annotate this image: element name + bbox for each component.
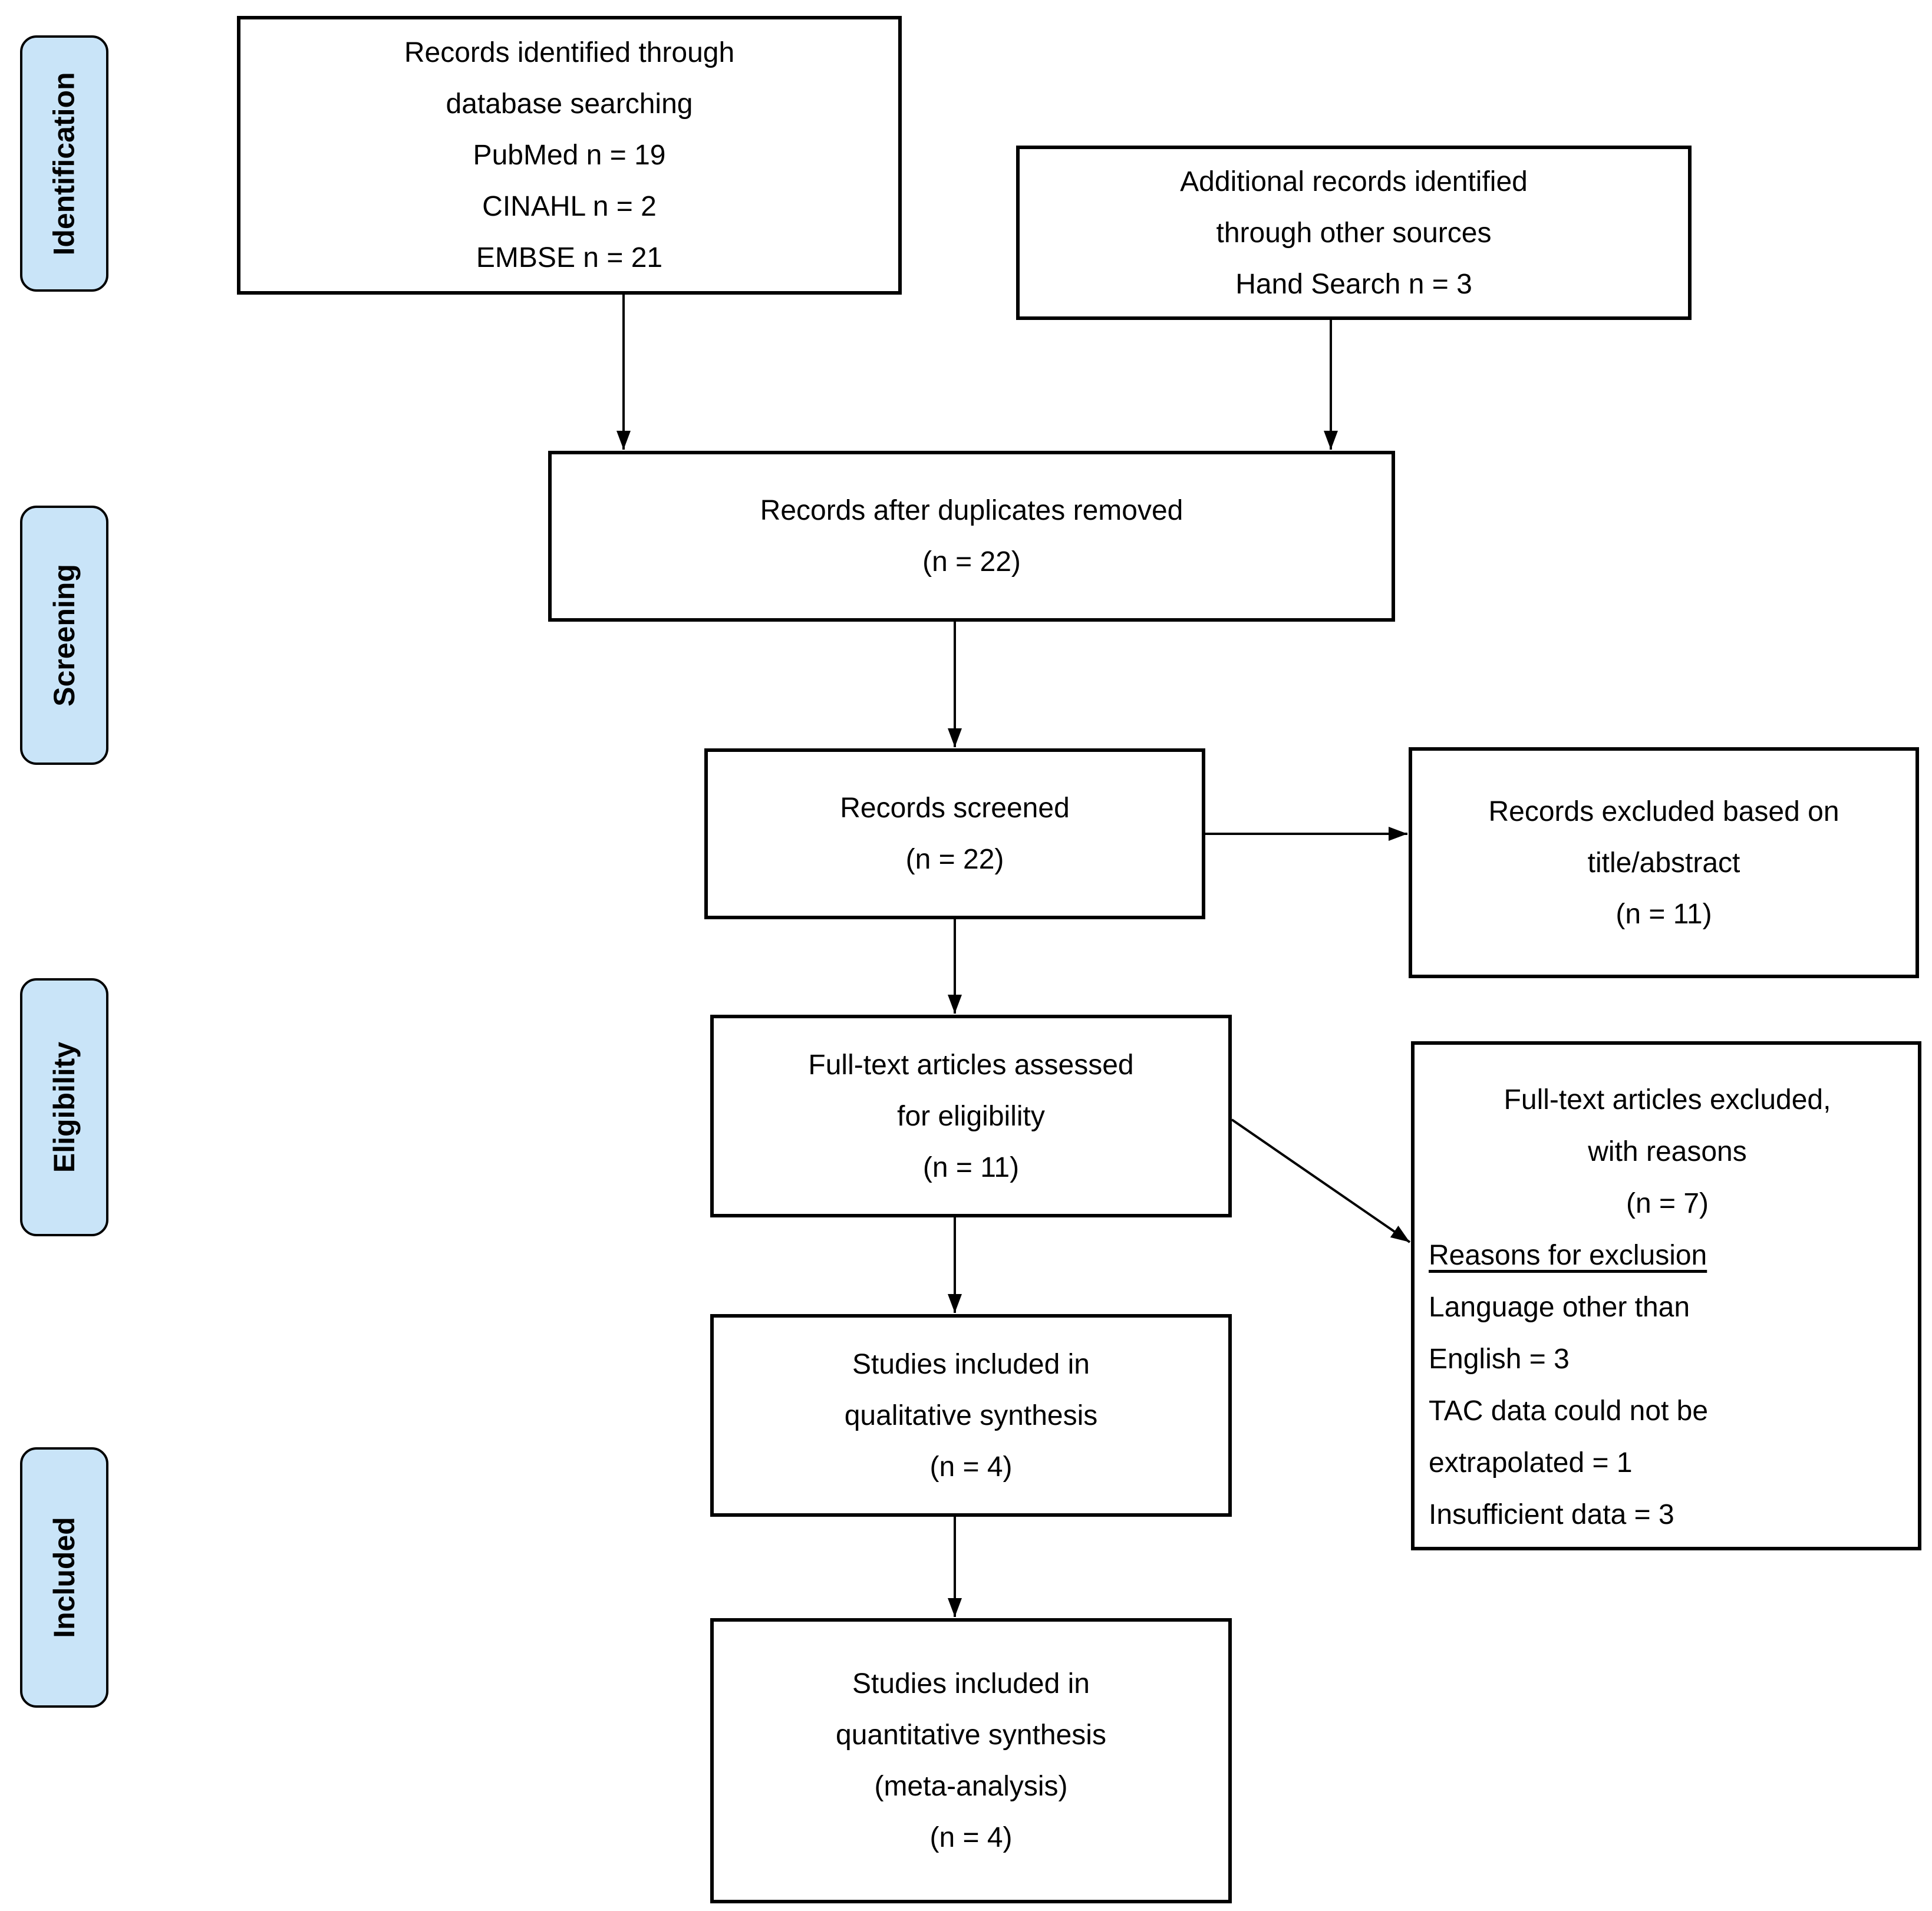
box-line: (meta-analysis)	[874, 1771, 1068, 1802]
box-line: Full-text articles assessed	[808, 1049, 1134, 1081]
box-line: Records after duplicates removed	[760, 495, 1183, 526]
box-line: Records excluded based on	[1488, 796, 1839, 827]
box-line: (n = 11)	[922, 1151, 1020, 1183]
stage-label-eligibility-text: Eligibility	[48, 1041, 81, 1173]
reason-line: extrapolated = 1	[1429, 1447, 1633, 1478]
box-line: Full-text articles excluded,	[1504, 1084, 1831, 1115]
box-line: Studies included in	[852, 1348, 1090, 1380]
reason-line: English = 3	[1429, 1344, 1570, 1375]
box-records-excluded-title-abstract: Records excluded based on title/abstract…	[1409, 747, 1919, 978]
box-fulltext-excluded-with-reasons: Full-text articles excluded, with reason…	[1411, 1041, 1921, 1550]
box-records-identified-database: Records identified through database sear…	[237, 16, 902, 295]
stage-label-screening-text: Screening	[48, 564, 81, 707]
stage-label-included-text: Included	[48, 1517, 81, 1638]
box-line: qualitative synthesis	[844, 1400, 1098, 1431]
arrow-fulltext-to-fulltext-excluded	[1231, 1118, 1411, 1243]
box-line: (n = 22)	[922, 546, 1021, 577]
reason-line: Insufficient data = 3	[1429, 1499, 1674, 1530]
box-records-after-duplicates-removed: Records after duplicates removed (n = 22…	[548, 451, 1395, 622]
box-line: quantitative synthesis	[836, 1719, 1106, 1751]
box-line: Hand Search n = 3	[1235, 268, 1472, 300]
stage-label-included: Included	[20, 1447, 108, 1708]
box-studies-qualitative-synthesis: Studies included in qualitative synthesi…	[710, 1314, 1232, 1517]
reason-line: TAC data could not be	[1429, 1395, 1709, 1427]
box-studies-quantitative-synthesis: Studies included in quantitative synthes…	[710, 1618, 1232, 1903]
reasons-for-exclusion-heading: Reasons for exclusion	[1429, 1240, 1707, 1271]
box-line: Records identified through	[404, 37, 735, 68]
box-line: (n = 11)	[1616, 898, 1712, 930]
box-line: PubMed n = 19	[473, 140, 666, 171]
box-line: (n = 7)	[1626, 1188, 1709, 1219]
box-records-screened: Records screened (n = 22)	[704, 748, 1205, 919]
box-fulltext-assessed-eligibility: Full-text articles assessed for eligibil…	[710, 1015, 1232, 1217]
stage-label-identification: Identification	[20, 35, 108, 292]
box-line: (n = 22)	[905, 844, 1004, 875]
stage-label-screening: Screening	[20, 506, 108, 765]
stage-label-identification-text: Identification	[48, 71, 81, 256]
box-line: database searching	[446, 88, 693, 120]
box-line: through other sources	[1216, 217, 1492, 249]
box-line: Records screened	[840, 793, 1070, 824]
box-line: (n = 4)	[929, 1822, 1013, 1853]
box-line: title/abstract	[1587, 847, 1740, 879]
box-line: with reasons	[1588, 1136, 1747, 1167]
box-line: Additional records identified	[1180, 166, 1528, 197]
box-line: for eligibility	[897, 1100, 1045, 1132]
stage-label-eligibility: Eligibility	[20, 978, 108, 1236]
box-line: EMBSE n = 21	[476, 242, 663, 273]
box-additional-records-other-sources: Additional records identified through ot…	[1016, 146, 1692, 320]
box-line: (n = 4)	[929, 1451, 1013, 1483]
reason-line: Language other than	[1429, 1292, 1690, 1323]
box-line: Studies included in	[852, 1668, 1090, 1699]
box-line: CINAHL n = 2	[482, 191, 657, 222]
